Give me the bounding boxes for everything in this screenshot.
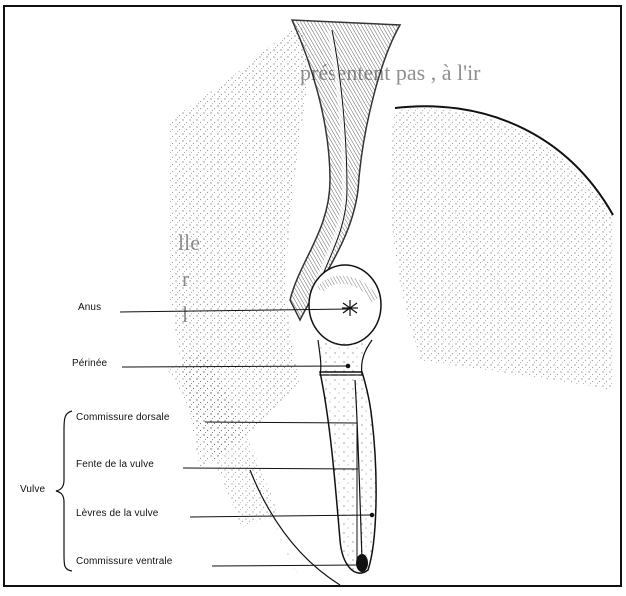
label-anus: Anus — [78, 302, 101, 313]
ventral-commissure-mark — [356, 554, 368, 572]
label-commissure-dorsale: Commissure dorsale — [76, 412, 170, 423]
label-commissure-ventrale: Commissure ventrale — [76, 556, 172, 567]
label-levres: Lèvres de la vulve — [76, 508, 158, 519]
label-fente: Fente de la vulve — [76, 459, 154, 470]
label-vulve: Vulve — [20, 484, 45, 495]
label-perinee: Périnée — [72, 358, 107, 369]
